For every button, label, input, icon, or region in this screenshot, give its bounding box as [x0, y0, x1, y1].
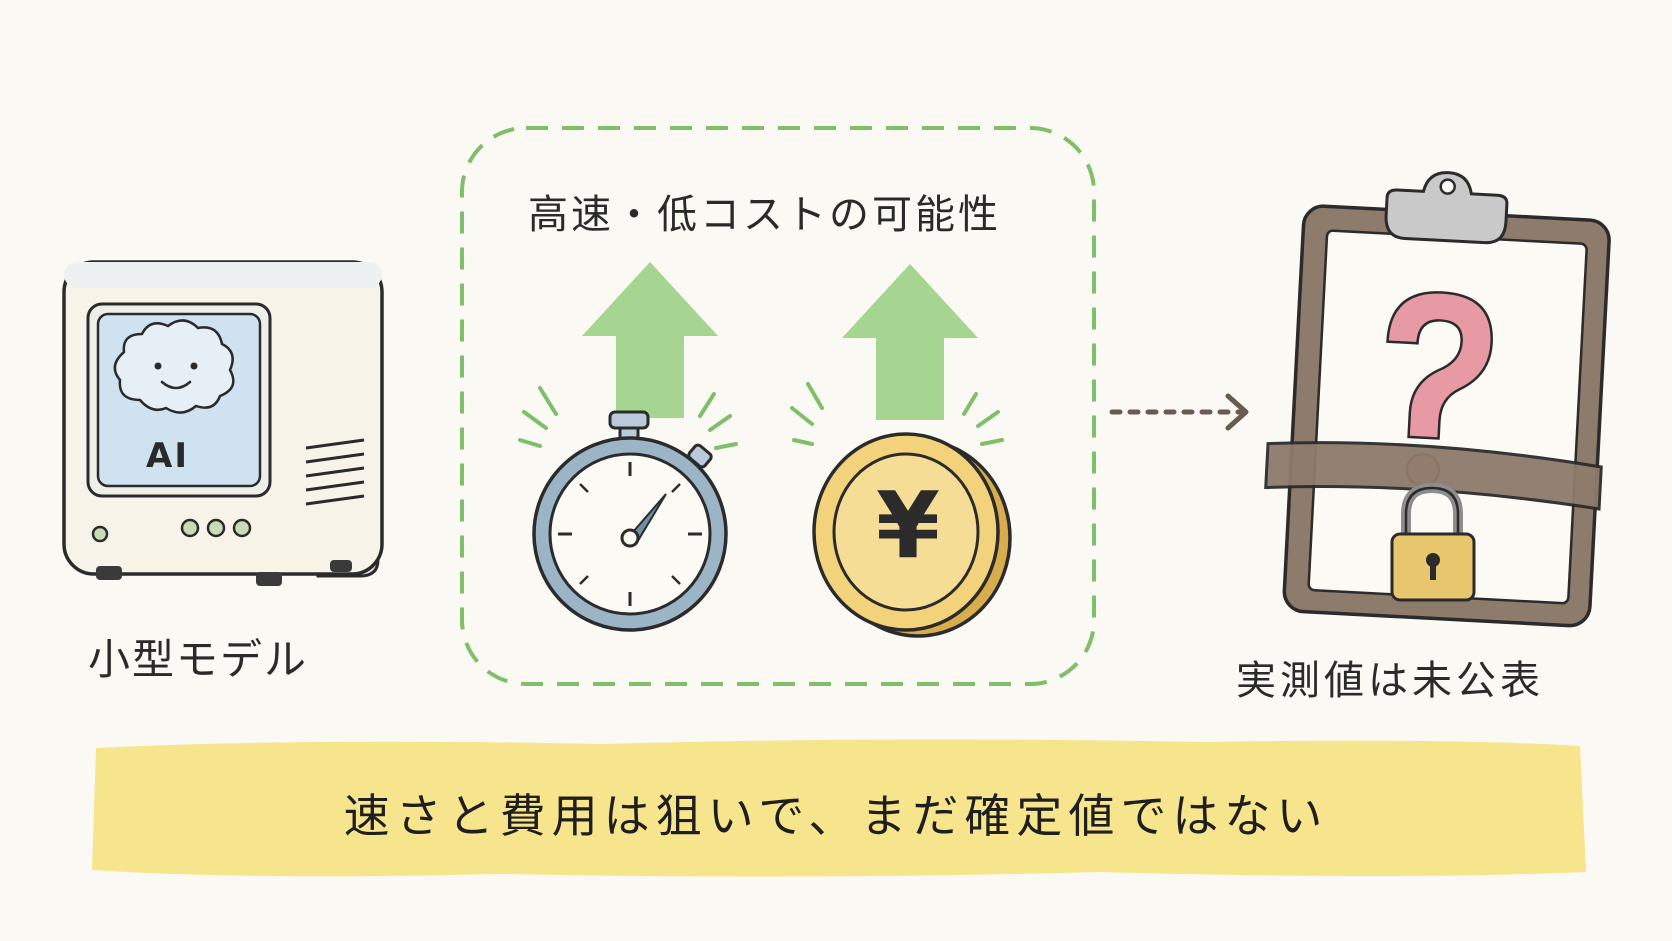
unpublished-label: 実測値は未公表 [1236, 658, 1544, 704]
small-model-label: 小型モデル [88, 635, 309, 684]
dotted-arrow-icon [1109, 393, 1249, 431]
up-arrow-icon [582, 262, 718, 418]
potential-label: 高速・低コストの可能性 [528, 192, 1001, 238]
cloud-face-icon [113, 319, 235, 414]
screen-ai-label: AI [146, 436, 189, 476]
banner-text: 速さと費用は狙いで、まだ確定値ではない [343, 789, 1329, 843]
stopwatch-icon [518, 386, 738, 632]
banner-highlight [92, 739, 1586, 877]
up-arrow-icon [842, 264, 978, 420]
potential-dashed-box [460, 126, 1096, 686]
clipboard-icon [1264, 171, 1611, 628]
yen-symbol: ¥ [876, 472, 941, 579]
computer-icon [62, 260, 384, 586]
yen-coin-icon [790, 382, 1012, 638]
question-mark-icon [1386, 291, 1493, 440]
padlock-icon [1390, 482, 1476, 602]
